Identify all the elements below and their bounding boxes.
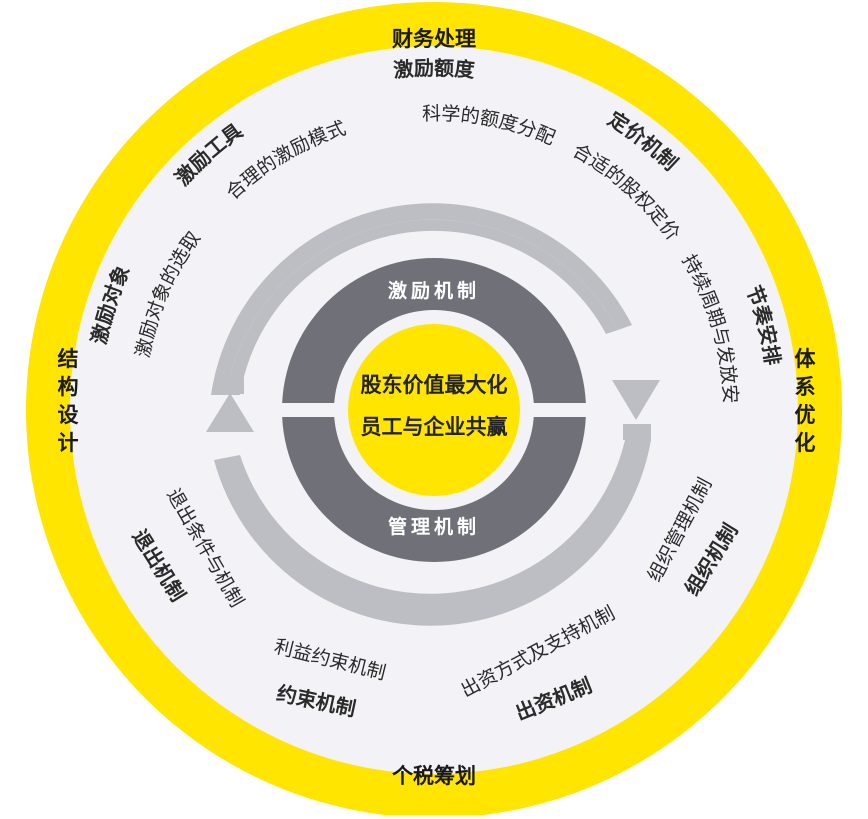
core-line-win-win: 员工与企业共赢	[361, 415, 508, 439]
arrow-bottom-arc-icon	[214, 440, 651, 626]
outer-label-right-vertical: 体系优化	[795, 347, 817, 455]
theme-title-quota: 激励额度	[392, 56, 476, 82]
arrow-up-head-icon	[206, 393, 254, 432]
core-line-shareholder-value: 股东价值最大化	[361, 373, 508, 397]
cycle-arrows	[206, 203, 660, 626]
outer-label-bottom: 个税筹划	[392, 764, 476, 788]
outer-label-top: 财务处理	[392, 27, 476, 51]
outer-label-left-vertical: 结构设计	[58, 347, 79, 455]
core-circle	[348, 324, 520, 496]
arrow-top-arc-icon	[226, 219, 618, 395]
mechanism-label-incentive: 激励机制	[388, 279, 480, 302]
arrow-down-head-icon	[612, 380, 660, 420]
mechanism-label-management: 管理机制	[388, 515, 480, 538]
